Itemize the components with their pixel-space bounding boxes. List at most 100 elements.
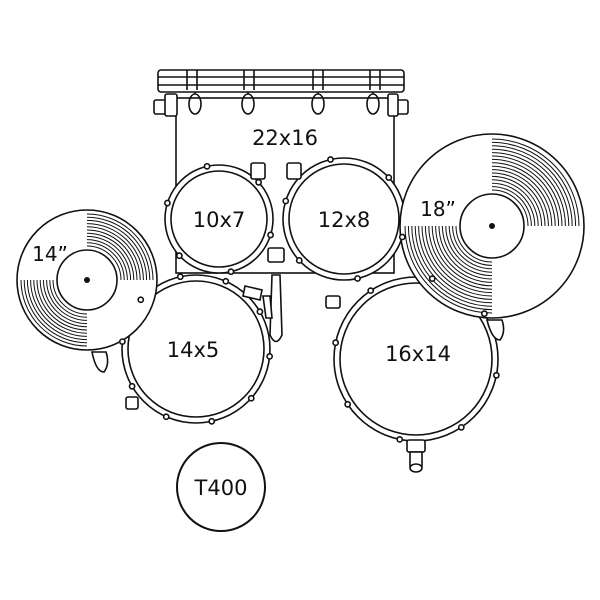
- drum-lugs: [118, 156, 500, 443]
- cymbal-groove: [491, 189, 529, 227]
- drum-lug: [175, 252, 183, 260]
- cymbal-groove: [33, 279, 88, 334]
- cymbal-groove: [491, 155, 563, 227]
- cymbal-groove: [86, 239, 128, 281]
- cymbal-groove: [452, 225, 493, 266]
- cymbal-groove: [491, 186, 532, 227]
- cymbal-groove: [491, 141, 577, 227]
- drum-lug: [367, 287, 375, 295]
- drum-lug: [164, 199, 171, 207]
- drum-lug: [176, 273, 184, 281]
- drum-lug: [428, 275, 436, 283]
- label-snare: 14x5: [167, 338, 220, 362]
- drum-lug: [227, 268, 235, 276]
- cymbal-groove: [491, 162, 556, 227]
- cymbal-groove: [411, 225, 493, 307]
- label-cymbal-18: 18”: [420, 197, 456, 221]
- cymbal-groove: [86, 226, 141, 281]
- cymbal-groove: [491, 175, 543, 227]
- cymbal-groove: [491, 148, 570, 227]
- label-cymbal-14: 14”: [32, 242, 68, 266]
- drum-lug: [267, 231, 274, 239]
- cymbal-18: [399, 133, 585, 341]
- cymbal-groove: [491, 145, 573, 227]
- drum-lug: [222, 277, 230, 285]
- drum-lug: [247, 394, 255, 402]
- cymbal-groove: [418, 225, 493, 300]
- drum-lug: [282, 197, 290, 205]
- drum-lug: [162, 413, 170, 421]
- model-badge: [176, 442, 266, 532]
- tom-12x8: [282, 157, 406, 281]
- drum-lug: [266, 352, 274, 360]
- cymbal-groove: [435, 225, 493, 283]
- cymbal-groove: [491, 169, 549, 227]
- cymbal-groove: [86, 219, 148, 281]
- label-tom-12x8: 12x8: [318, 208, 371, 232]
- cymbal-groove: [491, 158, 560, 227]
- cymbal-groove: [52, 279, 88, 315]
- cymbal-groove: [39, 279, 88, 328]
- cymbal-groove: [42, 279, 88, 325]
- cymbal-groove: [491, 152, 566, 227]
- cymbal-groove: [407, 225, 493, 311]
- cymbal-groove: [438, 225, 493, 280]
- cymbal-groove: [431, 225, 493, 287]
- snare-stand: [262, 274, 283, 343]
- drum-lug: [137, 296, 145, 304]
- cymbal-groove: [414, 225, 493, 304]
- cymbal-groove: [86, 229, 138, 281]
- cymbal-14-grooves: [20, 213, 154, 347]
- cymbal-groove: [46, 279, 88, 321]
- cymbal-groove: [491, 165, 553, 227]
- drum-lug: [256, 308, 264, 316]
- drum-lug: [344, 400, 352, 408]
- label-model-badge: T400: [194, 476, 248, 500]
- cymbal-groove: [448, 225, 493, 270]
- drum-lug: [396, 435, 404, 443]
- drum-lug: [332, 339, 340, 347]
- cymbal-groove: [491, 182, 536, 227]
- drum-lug: [295, 257, 303, 264]
- drum-lug: [327, 156, 334, 163]
- cymbal-groove: [441, 225, 493, 277]
- label-floor-tom: 16x14: [385, 342, 451, 366]
- cymbal-groove: [23, 279, 88, 344]
- drum-lug: [354, 275, 361, 282]
- floor-tom-16x14: [325, 276, 499, 473]
- cymbal-groove: [491, 138, 580, 227]
- cymbal-groove: [86, 245, 122, 281]
- cymbal-groove: [428, 225, 493, 290]
- label-tom-10x7: 10x7: [193, 208, 246, 232]
- drum-lug: [398, 233, 406, 241]
- drum-lug: [128, 382, 136, 390]
- cymbal-groove: [86, 216, 151, 281]
- drum-lug: [118, 338, 126, 346]
- floor-tom-leg: [406, 439, 426, 473]
- drum-lug: [255, 178, 263, 186]
- cymbal-groove: [86, 242, 125, 281]
- drum-lug: [385, 174, 393, 181]
- cymbal-groove: [20, 279, 88, 347]
- cymbal-groove: [26, 279, 88, 341]
- cymbal-groove: [30, 279, 88, 337]
- cymbal-groove: [36, 279, 88, 331]
- label-bass-drum: 22x16: [252, 126, 318, 150]
- drum-lug: [203, 162, 211, 170]
- cymbal-groove: [86, 223, 144, 281]
- drum-lug: [480, 310, 488, 318]
- drum-lug: [492, 371, 500, 379]
- cymbal-groove: [455, 225, 493, 263]
- drum-lug: [208, 417, 216, 425]
- cymbal-groove: [86, 232, 135, 281]
- cymbal-groove: [491, 172, 546, 227]
- cymbal-groove: [404, 225, 493, 314]
- cymbal-groove: [86, 235, 132, 281]
- floor-tom-leg-left: [325, 295, 341, 309]
- cymbal-groove: [49, 279, 88, 318]
- snare-14x5: [121, 274, 271, 424]
- cymbal-groove: [421, 225, 493, 297]
- drum-lug: [457, 423, 465, 431]
- claw-hooks: [188, 92, 380, 115]
